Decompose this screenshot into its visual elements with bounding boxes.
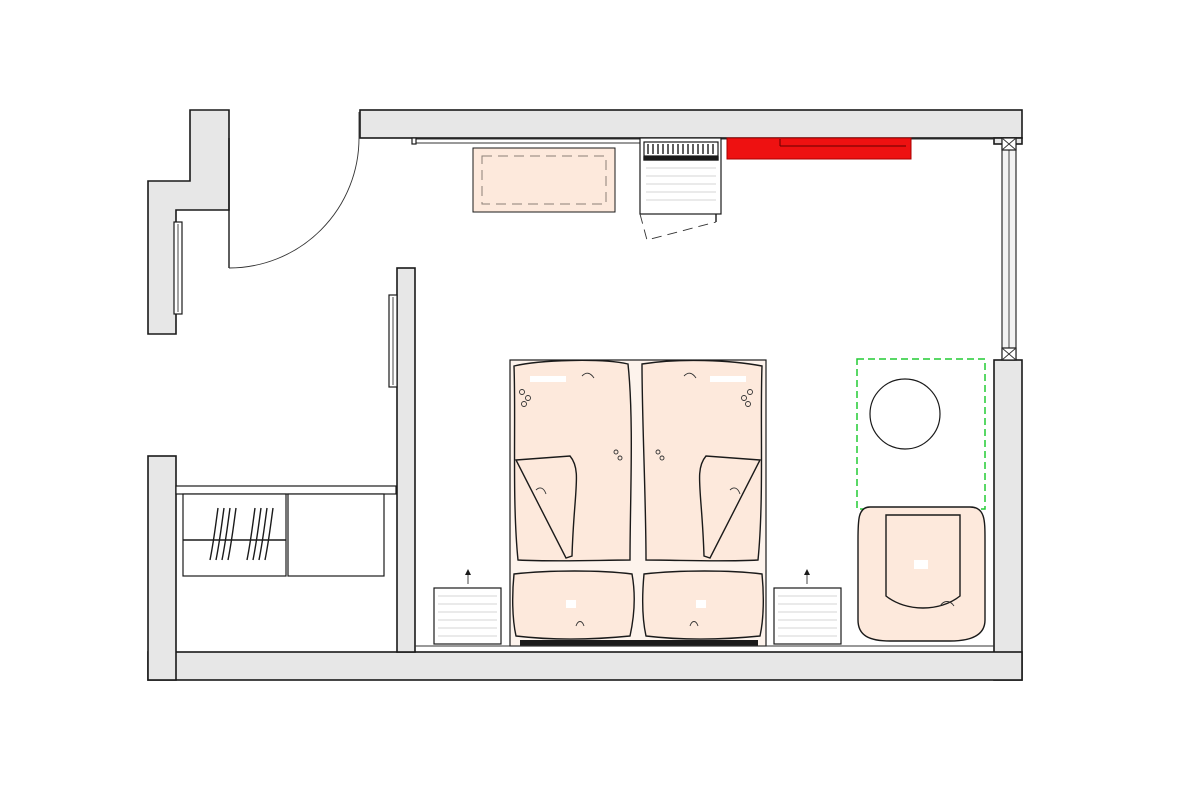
minibar-icon [639,137,722,241]
armchair-icon [857,506,986,642]
radiator [726,137,912,160]
top-wall [359,109,1023,139]
left-wall-upper [147,109,230,335]
bottom-wall [147,651,1023,681]
armchair[interactable] [857,506,986,642]
minibar[interactable] [639,137,722,241]
wardrobe[interactable] [175,485,397,577]
nightstand-icon [433,587,502,645]
partition-cabinet [388,294,398,388]
lamp-icon [465,569,471,584]
door-swing-icon [228,112,360,269]
entry-door[interactable] [228,112,360,269]
wardrobe-icon [175,485,397,577]
left-wall-cabinet [173,221,183,315]
radiator-icon [726,137,912,160]
window-icon [1001,137,1017,361]
side-table[interactable] [869,378,941,450]
nightstand-right[interactable] [773,569,842,645]
right-wall-lower [993,359,1023,681]
lamp-icon [804,569,810,584]
desk-icon [472,147,616,213]
partition-wall [396,267,416,653]
double-bed-icon [509,359,767,647]
nightstand-icon [773,587,842,645]
left-wall-lower [147,455,177,681]
desk[interactable] [472,147,616,213]
nightstand-left[interactable] [433,569,502,645]
window[interactable] [1001,137,1017,361]
double-bed[interactable] [509,359,767,647]
round-table-icon [869,378,941,450]
